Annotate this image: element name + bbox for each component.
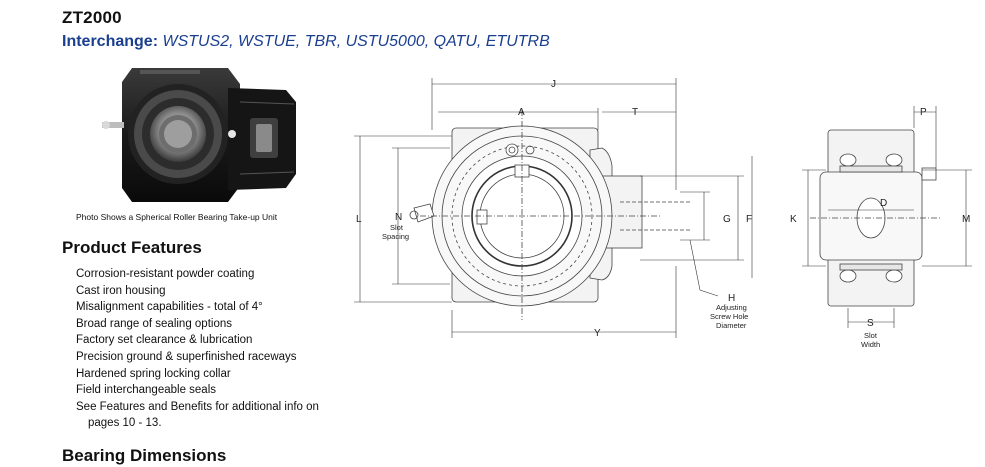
label-L: L (356, 214, 362, 225)
label-A: A (518, 107, 525, 118)
label-adjusting: Adjusting (716, 303, 747, 312)
label-T: T (632, 107, 638, 118)
label-slot-width: Width (861, 340, 880, 349)
list-item: Precision ground & superfinished raceway… (76, 350, 297, 363)
dimension-drawing: J A T P L N Slot Spacing G F K D M H Adj… (354, 78, 972, 349)
label-D: D (880, 198, 887, 209)
label-M: M (962, 214, 970, 225)
interchange-values: WSTUS2, WSTUE, TBR, USTU5000, QATU, ETUT… (162, 33, 550, 50)
label-slot-spacing: Spacing (382, 232, 409, 241)
label-J: J (551, 79, 556, 90)
label-N: N (395, 212, 402, 223)
features-list: Corrosion-resistant powder coating Cast … (76, 266, 319, 432)
list-item: Hardened spring locking collar (76, 367, 231, 380)
interchange-line: Interchange: WSTUS2, WSTUE, TBR, USTU500… (62, 33, 550, 51)
list-item: Misalignment capabilities - total of 4° (76, 301, 263, 314)
list-item: pages 10 - 13. (88, 417, 162, 430)
dimensions-heading: Bearing Dimensions (62, 446, 227, 465)
label-S: S (867, 318, 874, 329)
photo-caption: Photo Shows a Spherical Roller Bearing T… (76, 212, 278, 222)
label-F: F (746, 214, 752, 225)
label-screw-hole: Screw Hole (710, 312, 748, 321)
label-K: K (790, 214, 797, 225)
list-item: See Features and Benefits for additional… (76, 400, 319, 413)
list-item: Field interchangeable seals (76, 384, 217, 397)
features-heading: Product Features (62, 238, 202, 257)
list-item: Broad range of sealing options (76, 317, 232, 330)
label-Y: Y (594, 328, 601, 339)
label-slot: Slot (390, 223, 404, 232)
label-H: H (728, 293, 735, 304)
label-P: P (920, 107, 927, 118)
product-photo (102, 68, 296, 202)
label-slot-side: Slot (864, 331, 878, 340)
label-diameter: Diameter (716, 321, 747, 330)
list-item: Cast iron housing (76, 284, 166, 297)
list-item: Corrosion-resistant powder coating (76, 268, 255, 280)
interchange-label: Interchange: (62, 33, 159, 50)
list-item: Factory set clearance & lubrication (76, 334, 253, 347)
label-G: G (723, 214, 731, 225)
product-title: ZT2000 (62, 8, 122, 27)
